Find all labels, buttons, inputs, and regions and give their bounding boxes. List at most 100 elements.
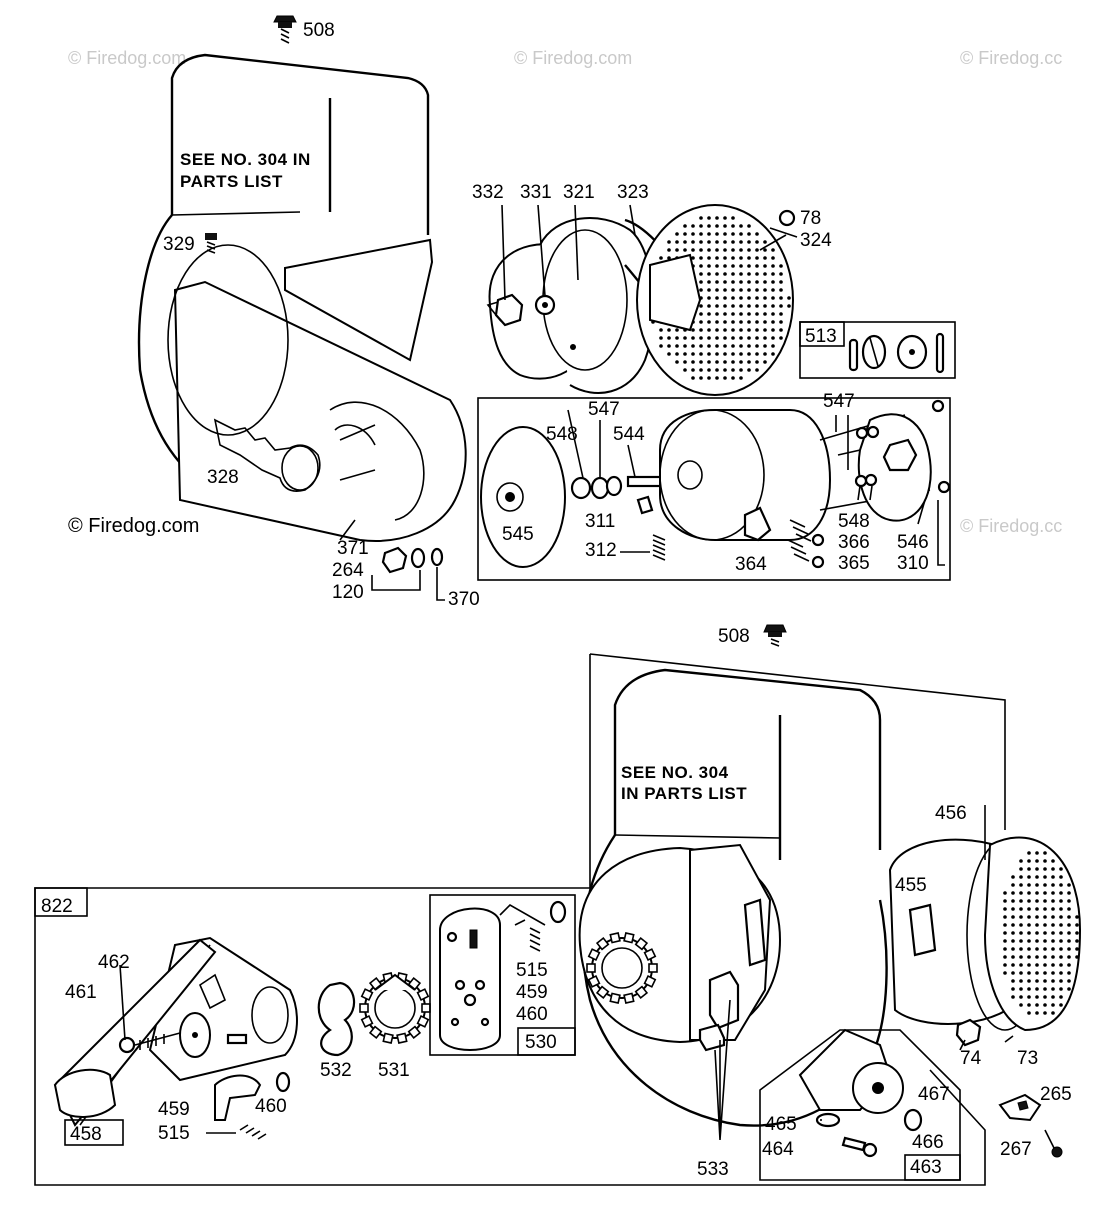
gear-tooth bbox=[416, 1015, 430, 1028]
screen-hole bbox=[723, 256, 727, 260]
screen-hole bbox=[1067, 955, 1071, 959]
label-324: 324 bbox=[800, 230, 832, 251]
screen-hole bbox=[699, 368, 703, 372]
screen-hole bbox=[1051, 963, 1055, 967]
screen-hole bbox=[1067, 987, 1071, 991]
screen-hole bbox=[699, 216, 703, 220]
screen-hole bbox=[739, 376, 743, 380]
screen-hole bbox=[699, 312, 703, 316]
screen-hole bbox=[763, 264, 767, 268]
screen-hole bbox=[1027, 923, 1031, 927]
label-459: 459 bbox=[158, 1099, 190, 1120]
screen-hole bbox=[1043, 955, 1047, 959]
gear-tooth bbox=[360, 988, 374, 1001]
label-533: 533 bbox=[697, 1159, 729, 1180]
screen-hole bbox=[715, 272, 719, 276]
screen-hole bbox=[1003, 891, 1007, 895]
screen-hole bbox=[659, 328, 663, 332]
gear-tooth bbox=[648, 963, 658, 973]
sprocket-531 bbox=[359, 972, 431, 1044]
screen-hole bbox=[707, 248, 711, 252]
screen-hole bbox=[731, 256, 735, 260]
screen-hole bbox=[1011, 923, 1015, 927]
screen-hole bbox=[723, 288, 727, 292]
screen-hole bbox=[771, 256, 775, 260]
screen-hole bbox=[675, 248, 679, 252]
screw-508-top bbox=[273, 15, 297, 44]
screen-hole bbox=[763, 304, 767, 308]
screen-hole bbox=[1027, 979, 1031, 983]
screen-hole bbox=[779, 280, 783, 284]
screen-hole bbox=[1003, 931, 1007, 935]
screen-hole bbox=[747, 280, 751, 284]
screen-hole bbox=[763, 328, 767, 332]
screen-hole bbox=[1051, 939, 1055, 943]
screen-hole bbox=[1051, 923, 1055, 927]
screen-hole bbox=[675, 240, 679, 244]
screen-hole bbox=[731, 272, 735, 276]
screen-hole bbox=[691, 352, 695, 356]
screen-hole bbox=[747, 336, 751, 340]
screen-hole bbox=[771, 328, 775, 332]
label-332: 332 bbox=[472, 182, 504, 203]
label-310: 310 bbox=[897, 553, 929, 574]
screen-hole bbox=[667, 256, 671, 260]
screen-hole bbox=[1035, 1003, 1039, 1007]
gear-tooth bbox=[634, 985, 649, 999]
screen-hole bbox=[691, 224, 695, 228]
note-top-line2: PARTS LIST bbox=[180, 172, 283, 191]
screen-hole bbox=[771, 296, 775, 300]
box-822 bbox=[34, 887, 298, 1146]
screen-hole bbox=[747, 264, 751, 268]
screen-hole bbox=[707, 216, 711, 220]
screen-hole bbox=[755, 336, 759, 340]
screen-hole bbox=[739, 240, 743, 244]
screen-hole bbox=[707, 376, 711, 380]
screen-hole bbox=[747, 272, 751, 276]
label-513: 513 bbox=[805, 326, 837, 347]
label-78: 78 bbox=[800, 208, 821, 229]
screen-hole bbox=[1003, 947, 1007, 951]
label-120: 120 bbox=[332, 582, 364, 603]
note-top-line1: SEE NO. 304 IN bbox=[180, 150, 311, 169]
screen-hole bbox=[731, 376, 735, 380]
box-463 bbox=[759, 1028, 961, 1181]
screen-hole bbox=[675, 328, 679, 332]
screen-hole bbox=[1067, 939, 1071, 943]
screen-hole bbox=[1035, 955, 1039, 959]
screen-hole bbox=[763, 240, 767, 244]
screen-hole bbox=[731, 320, 735, 324]
screen-hole bbox=[1059, 923, 1063, 927]
screen-hole bbox=[707, 320, 711, 324]
screen-hole bbox=[731, 312, 735, 316]
bracket-265-267 bbox=[998, 1093, 1063, 1158]
screen-hole bbox=[667, 240, 671, 244]
screen-hole bbox=[1027, 939, 1031, 943]
screen-hole bbox=[755, 360, 759, 364]
screen-hole bbox=[779, 336, 783, 340]
screen-hole bbox=[1075, 931, 1079, 935]
screen-hole bbox=[699, 224, 703, 228]
screen-hole bbox=[755, 296, 759, 300]
screen-hole bbox=[1067, 947, 1071, 951]
screen-hole bbox=[1075, 955, 1079, 959]
screen-hole bbox=[1059, 867, 1063, 871]
screen-hole bbox=[1027, 899, 1031, 903]
screen-hole bbox=[747, 248, 751, 252]
screen-hole bbox=[1051, 955, 1055, 959]
screen-hole bbox=[683, 224, 687, 228]
screen-hole bbox=[707, 272, 711, 276]
screen-hole bbox=[699, 272, 703, 276]
note-bottom-line1: SEE NO. 304 bbox=[621, 763, 729, 782]
screen-hole bbox=[723, 328, 727, 332]
label-508: 508 bbox=[303, 20, 335, 41]
label-329: 329 bbox=[163, 234, 195, 255]
screen-hole bbox=[1043, 987, 1047, 991]
screen-hole bbox=[1043, 979, 1047, 983]
screen-hole bbox=[1043, 883, 1047, 887]
gear-tooth bbox=[595, 985, 610, 999]
screen-hole bbox=[667, 248, 671, 252]
screen-hole bbox=[699, 360, 703, 364]
pulley-assembly bbox=[486, 204, 798, 396]
